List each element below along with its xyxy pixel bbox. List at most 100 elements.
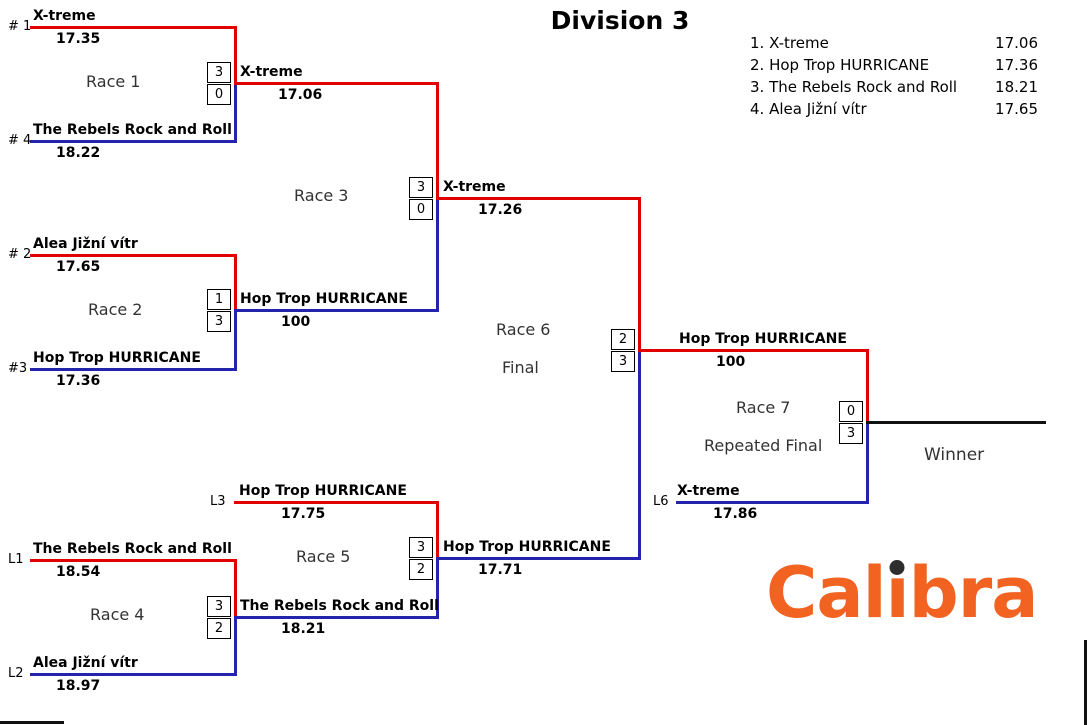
page-border-fragment-bottom bbox=[0, 721, 64, 724]
race4-score-bottom: 2 bbox=[207, 618, 231, 639]
race1-join-top bbox=[234, 26, 237, 84]
race1-score-top: 3 bbox=[207, 62, 231, 83]
race5-top-line bbox=[234, 501, 439, 504]
team-name: X-treme bbox=[443, 179, 506, 195]
race4-label: Race 4 bbox=[90, 605, 145, 624]
standings-time: 17.36 bbox=[995, 56, 1038, 74]
race4-join-top bbox=[234, 559, 237, 618]
standings-time: 17.65 bbox=[995, 100, 1038, 118]
team-time: 18.22 bbox=[56, 145, 101, 161]
race1-winner-line bbox=[234, 82, 439, 85]
race3-winner-line bbox=[436, 197, 641, 200]
team-time: 17.35 bbox=[56, 31, 101, 47]
race4-score-top: 3 bbox=[207, 596, 231, 617]
race3-label: Race 3 bbox=[294, 186, 349, 205]
team-name: The Rebels Rock and Roll bbox=[33, 541, 232, 557]
standings-rank-label: 3. The Rebels Rock and Roll bbox=[750, 78, 958, 96]
race7-label: Race 7 bbox=[736, 398, 791, 417]
race4-winner-line bbox=[234, 616, 439, 619]
race6-join-top bbox=[638, 197, 641, 351]
team-time: 17.71 bbox=[478, 562, 523, 578]
race7-bottom-line bbox=[676, 501, 869, 504]
team-time: 17.36 bbox=[56, 373, 101, 389]
seed-label: # 2 bbox=[8, 247, 32, 262]
race2-join-top bbox=[234, 254, 237, 311]
race2-join-bottom bbox=[234, 309, 237, 371]
winner-label: Winner bbox=[924, 445, 985, 465]
race5-score-bottom: 2 bbox=[409, 559, 433, 580]
team-time: 17.86 bbox=[713, 506, 758, 522]
race7-score-top: 0 bbox=[839, 401, 863, 422]
race3-join-bottom bbox=[436, 197, 439, 312]
seed-label: L3 bbox=[210, 494, 226, 509]
race5-join-top bbox=[436, 501, 439, 559]
team-name: X-treme bbox=[240, 64, 303, 80]
race4-bottom-line bbox=[30, 673, 237, 676]
race1-score-bottom: 0 bbox=[207, 84, 231, 105]
logo-text-part1: Cal bbox=[766, 552, 887, 634]
team-name: X-treme bbox=[33, 8, 96, 24]
team-name: X-treme bbox=[677, 483, 740, 499]
race5-label: Race 5 bbox=[296, 547, 351, 566]
page-border-fragment-right bbox=[1084, 640, 1087, 725]
race7-sublabel: Repeated Final bbox=[704, 436, 823, 455]
race5-winner-line bbox=[436, 557, 641, 560]
seed-label: #3 bbox=[8, 361, 28, 376]
standings-rank-label: 4. Alea Jižní vítr bbox=[750, 100, 867, 118]
standings-row: 1. X-treme 17.06 bbox=[750, 34, 1038, 56]
race7-score-bottom: 3 bbox=[839, 423, 863, 444]
race6-score-top: 2 bbox=[611, 329, 635, 350]
team-name: Hop Trop HURRICANE bbox=[443, 539, 611, 555]
team-name: The Rebels Rock and Roll bbox=[33, 122, 232, 138]
standings-rank-label: 2. Hop Trop HURRICANE bbox=[750, 56, 930, 74]
team-time: 100 bbox=[281, 314, 311, 330]
logo-text-part3: bra bbox=[908, 552, 1039, 634]
team-time: 17.75 bbox=[281, 506, 326, 522]
seed-label: L2 bbox=[8, 666, 24, 681]
winner-line bbox=[866, 421, 1046, 424]
race2-label: Race 2 bbox=[88, 300, 143, 319]
race2-winner-line bbox=[234, 309, 439, 312]
logo-letter-i: ı bbox=[886, 558, 910, 628]
logo-i-dot bbox=[889, 560, 905, 575]
race6-label: Race 6 bbox=[496, 320, 551, 339]
standings-rank-label: 1. X-treme bbox=[750, 34, 829, 52]
seed-label: L1 bbox=[8, 552, 24, 567]
race6-join-bottom bbox=[638, 349, 641, 560]
team-time: 17.26 bbox=[478, 202, 523, 218]
team-name: The Rebels Rock and Roll bbox=[240, 598, 439, 614]
race5-join-bottom bbox=[436, 557, 439, 619]
race4-join-bottom bbox=[234, 616, 237, 676]
race1-label: Race 1 bbox=[86, 72, 141, 91]
team-name: Hop Trop HURRICANE bbox=[679, 331, 847, 347]
race5-score-top: 3 bbox=[409, 537, 433, 558]
team-time: 18.97 bbox=[56, 678, 101, 694]
team-time: 18.54 bbox=[56, 564, 101, 580]
team-name: Alea Jižní vítr bbox=[33, 236, 138, 252]
race2-bottom-line bbox=[30, 368, 237, 371]
standings-time: 17.06 bbox=[995, 34, 1038, 52]
race1-join-bottom bbox=[234, 82, 237, 143]
race3-join-top bbox=[436, 82, 439, 199]
team-time: 100 bbox=[716, 354, 746, 370]
race6-winner-line bbox=[638, 349, 869, 352]
seed-label: # 4 bbox=[8, 133, 32, 148]
standings-time: 18.21 bbox=[995, 78, 1038, 96]
standings-list: 1. X-treme 17.06 2. Hop Trop HURRICANE 1… bbox=[750, 34, 1038, 122]
race7-join-bottom bbox=[866, 421, 869, 504]
team-name: Hop Trop HURRICANE bbox=[33, 350, 201, 366]
team-time: 17.06 bbox=[278, 87, 323, 103]
race2-score-top: 1 bbox=[207, 289, 231, 310]
standings-row: 3. The Rebels Rock and Roll 18.21 bbox=[750, 78, 1038, 100]
race1-top-line bbox=[30, 26, 237, 29]
race7-join-top bbox=[866, 349, 869, 423]
race3-score-top: 3 bbox=[409, 177, 433, 198]
seed-label: # 1 bbox=[8, 19, 32, 34]
standings-row: 2. Hop Trop HURRICANE 17.36 bbox=[750, 56, 1038, 78]
race2-score-bottom: 3 bbox=[207, 311, 231, 332]
standings-row: 4. Alea Jižní vítr 17.65 bbox=[750, 100, 1038, 122]
race2-top-line bbox=[30, 254, 237, 257]
team-name: Hop Trop HURRICANE bbox=[240, 291, 408, 307]
